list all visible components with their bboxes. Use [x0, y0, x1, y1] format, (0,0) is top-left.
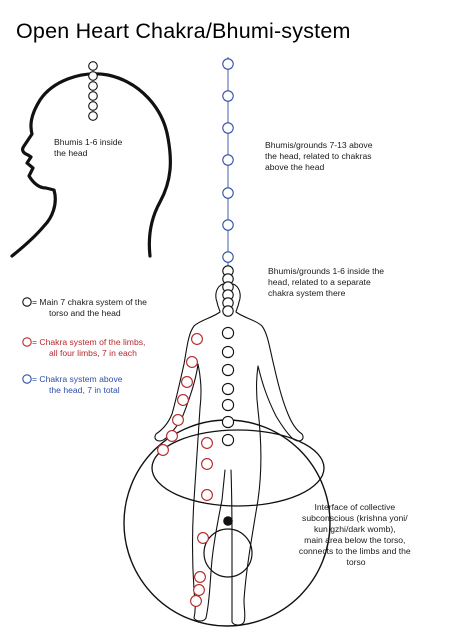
note-line: Bhumis/grounds 1-6 inside the [268, 266, 384, 276]
note-line: head, related to a separate [268, 277, 371, 287]
note-line: the head, related to chakras [265, 151, 372, 161]
torso-chakra-ring [221, 345, 235, 359]
body-outline-right [230, 283, 304, 626]
legend-line: = Chakra system of the limbs, [32, 337, 145, 347]
above-head-chakra-ring [222, 154, 234, 166]
torso-chakra-ring [221, 433, 235, 447]
legend-above-head-chakra-text: = Chakra system above the head, 7 in tot… [32, 374, 125, 395]
head-bhumi-ring [88, 71, 98, 81]
limb-chakra-ring [157, 444, 169, 456]
above-head-chakra-ring [222, 251, 234, 263]
limb-chakra-ring [172, 414, 184, 426]
limb-chakra-ring [193, 584, 205, 596]
legend-red-swatch [22, 337, 32, 347]
above-head-note: Bhumis/grounds 7-13 above the head, rela… [265, 140, 375, 172]
limb-chakra-ring [197, 532, 209, 544]
above-head-chakra-ring [222, 90, 234, 102]
note-line: above the head [265, 162, 324, 172]
limb-chakra-ring [177, 394, 189, 406]
limb-chakra-ring [166, 430, 178, 442]
torso-chakra-column [221, 326, 235, 447]
above-head-chakra-ring [222, 122, 234, 134]
limb-chakra-ring [201, 437, 213, 449]
note-line: chakra system there [268, 288, 346, 298]
legend-line: the head, 7 in total [49, 385, 120, 395]
inside-head-note: Bhumis/grounds 1-6 inside the head, rela… [268, 266, 386, 298]
limb-chakra-ring [186, 356, 198, 368]
head-bhumi-ring [88, 61, 98, 71]
left-leg-chakra-chain [190, 437, 213, 607]
note-line: subconscious (krishna yoni/ [302, 513, 408, 523]
inner-circle [203, 528, 253, 578]
pelvis-ellipse [151, 429, 325, 507]
legend-blue-swatch [22, 374, 32, 384]
head-bhumi-ring [88, 81, 98, 91]
head-bhumi-column [88, 61, 98, 121]
torso-chakra-ring [221, 382, 235, 396]
legend-limbs-chakra-text: = Chakra system of the limbs, all four l… [32, 337, 148, 358]
figure-head-chakra-ring [222, 305, 234, 317]
limb-chakra-ring [194, 571, 206, 583]
above-head-chakra-ring [222, 219, 234, 231]
head-bhumi-ring [88, 111, 98, 121]
above-head-chakra-ring [222, 58, 234, 70]
torso-chakra-ring [221, 326, 235, 340]
page-title: Open Heart Chakra/Bhumi-system [16, 19, 351, 43]
limb-chakra-ring [190, 595, 202, 607]
legend-black-swatch [22, 297, 32, 307]
legend: = Main 7 chakra system of the torso and … [22, 297, 149, 395]
note-line: Interface of collective [314, 502, 395, 512]
note-line: kun gzhi/dark womb), [314, 524, 396, 534]
note-line: main area below the torso, [304, 535, 405, 545]
body-outline-left [154, 283, 226, 622]
torso-chakra-ring [221, 398, 235, 412]
legend-main-chakra-text: = Main 7 chakra system of the torso and … [32, 297, 149, 318]
collective-interface-note: Interface of collective subconscious (kr… [299, 502, 413, 567]
legend-line: = Main 7 chakra system of the [32, 297, 147, 307]
interface-center-dot [223, 516, 233, 526]
legend-line: torso and the head [49, 308, 121, 318]
legend-line: = Chakra system above [32, 374, 123, 384]
note-line: Bhumis/grounds 7-13 above [265, 140, 373, 150]
head-profile-outline [10, 72, 172, 258]
head-bhumi-ring [88, 101, 98, 111]
limb-chakra-ring [191, 333, 203, 345]
note-line: connects to the limbs and the [299, 546, 411, 556]
head-bhumi-ring [88, 91, 98, 101]
torso-chakra-ring [221, 363, 235, 377]
above-head-chakra-column [222, 58, 234, 263]
head-bhumis-note: Bhumis 1-6 inside the head [54, 137, 125, 158]
note-line: the head [54, 148, 88, 158]
above-head-chakra-ring [222, 187, 234, 199]
limb-chakra-ring [201, 489, 213, 501]
note-line: Bhumis 1-6 inside [54, 137, 123, 147]
torso-chakra-ring [221, 415, 235, 429]
limb-chakra-ring [181, 376, 193, 388]
figure-head-chakra-column [222, 265, 234, 317]
legend-line: all four limbs, 7 in each [49, 348, 137, 358]
limb-chakra-ring [201, 458, 213, 470]
note-line: torso [346, 557, 365, 567]
left-arm-chakra-chain [157, 333, 203, 456]
